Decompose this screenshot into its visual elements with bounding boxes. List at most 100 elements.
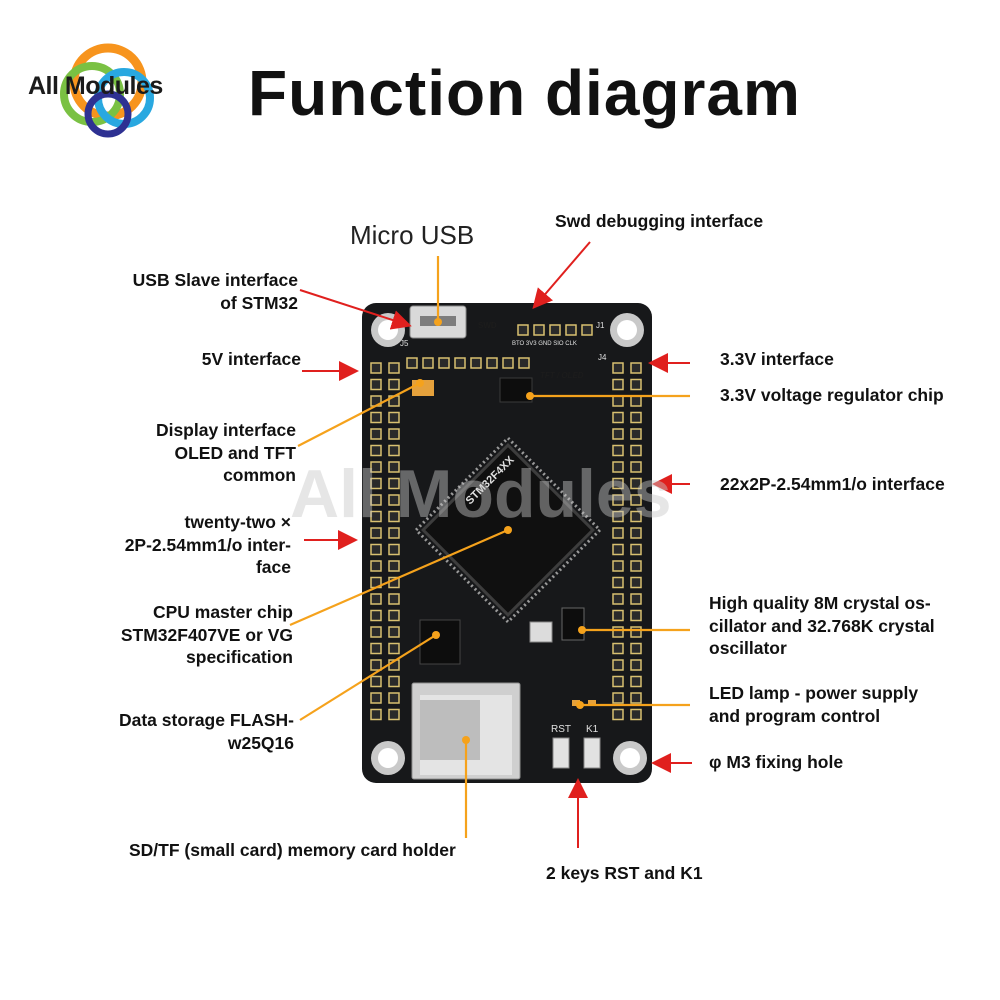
tft-header-pin <box>486 357 498 369</box>
tft-header-pin <box>454 357 466 369</box>
right-header-pin <box>612 609 624 622</box>
right-header-pin <box>630 560 642 572</box>
label-micro-usb: Micro USB <box>350 220 475 250</box>
left-header-pin <box>388 461 400 473</box>
label-io-left-line1: twenty-two × <box>184 512 291 532</box>
callout-cpu <box>289 528 509 627</box>
label-crystal-line3: oscillator <box>709 638 787 658</box>
label-crystal-line1: High quality 8M crystal os- <box>709 593 931 613</box>
left-header-pin <box>388 543 400 556</box>
logo-swirl-icon <box>60 43 154 138</box>
left-header-pin <box>370 560 382 572</box>
right-header-pin <box>630 527 642 539</box>
right-header-pin <box>630 692 642 704</box>
rst-key-label: RST <box>551 724 571 735</box>
swd-pins-silk-label: BTO 3V3 GND SIO CLK <box>512 341 577 347</box>
left-header-pin <box>388 593 400 605</box>
tft-header-pin <box>518 357 530 369</box>
swd-header-pin <box>581 324 593 336</box>
label-display-line1: Display interface <box>155 420 296 440</box>
left-header-pin <box>370 593 382 605</box>
watermark: All Modules <box>290 456 672 532</box>
right-header-pin <box>612 576 624 589</box>
label-cpu: CPU master chip STM32F407VE or VG specif… <box>121 601 293 669</box>
left-header-pin <box>370 477 382 490</box>
left-header-pin <box>370 510 382 523</box>
label-sd: SD/TF (small card) memory card holder <box>129 840 456 860</box>
tft-oled-header <box>406 357 530 369</box>
led-d2 <box>588 700 596 706</box>
left-header-pin <box>388 510 400 523</box>
label-display: Display interface OLED and TFT common <box>156 419 296 487</box>
right-header-pin <box>612 362 624 374</box>
label-flash-line1: Data storage FLASH- <box>118 710 294 730</box>
right-header-pin <box>612 428 624 440</box>
right-header-pin <box>612 461 624 473</box>
callout-flash <box>299 634 437 721</box>
right-header-pin <box>612 477 624 490</box>
right-header-pin <box>612 411 624 424</box>
k1-key-label: K1 <box>586 724 599 735</box>
right-header-pin <box>630 626 642 638</box>
label-flash-line2: w25Q16 <box>227 732 294 753</box>
right-header-pin <box>630 576 642 589</box>
left-header-pin <box>370 428 382 440</box>
left-header-pin <box>370 494 382 506</box>
label-crystal-line2: cillator and 32.768K crystal <box>709 615 935 636</box>
right-header-pin <box>630 477 642 490</box>
left-header-pin <box>370 659 382 671</box>
right-header-pin <box>630 362 642 374</box>
logo-text: All Modules <box>28 72 163 100</box>
right-header-pin <box>612 675 624 688</box>
label-5v: 5V interface <box>201 349 301 369</box>
left-header-pin <box>370 362 382 374</box>
left-header-pin <box>388 642 400 655</box>
label-io-left-line3: face <box>255 557 291 577</box>
left-header-pin <box>370 444 382 457</box>
right-pin-header <box>612 362 642 721</box>
left-header-pin <box>370 692 382 704</box>
left-header-pin <box>370 543 382 556</box>
j4-silk-label: J4 <box>598 353 607 362</box>
page-title: Function diagram <box>248 57 801 129</box>
right-header-pin <box>630 444 642 457</box>
tft-header-pin <box>502 357 514 369</box>
left-header-pin <box>388 675 400 688</box>
left-header-pin <box>388 527 400 539</box>
right-header-pin <box>612 444 624 457</box>
left-header-pin <box>388 428 400 440</box>
left-header-pin <box>370 675 382 688</box>
left-header-pin <box>388 626 400 638</box>
crystal-8m <box>561 607 585 641</box>
right-header-pin <box>612 494 624 506</box>
swd-header <box>517 324 593 336</box>
label-crystal: High quality 8M crystal os- cillator and… <box>709 592 935 660</box>
right-header-pin <box>630 428 642 440</box>
tft-header-pin <box>438 357 450 369</box>
label-33v: 3.3V interface <box>720 349 834 369</box>
label-usb-slave-line1: USB Slave interface <box>132 270 298 290</box>
right-header-pin <box>630 411 642 424</box>
swd-header-pin <box>533 324 545 336</box>
label-io-right: 22x2P-2.54mm1/o interface <box>720 474 945 494</box>
label-cpu-line3: specification <box>186 647 293 667</box>
j5-silk-label: J5 <box>400 339 409 348</box>
left-header-pin <box>370 642 382 655</box>
tft-silk-label: TFT / OLED <box>540 371 584 380</box>
left-header-pin <box>370 527 382 539</box>
left-header-pin <box>388 609 400 622</box>
right-header-pin <box>630 659 642 671</box>
right-header-pin <box>630 378 642 391</box>
swd-header-pin <box>549 324 561 336</box>
left-header-pin <box>370 378 382 391</box>
right-header-pin <box>630 461 642 473</box>
label-cpu-line2: STM32F407VE or VG <box>120 624 293 645</box>
swd-silk-label: SWD <box>478 321 497 330</box>
left-header-pin <box>388 494 400 506</box>
callout-display <box>297 382 421 447</box>
right-header-pin <box>612 626 624 638</box>
label-cpu-line1: CPU master chip <box>152 602 293 622</box>
brand-logo: All Modules <box>28 34 188 144</box>
left-header-pin <box>370 461 382 473</box>
